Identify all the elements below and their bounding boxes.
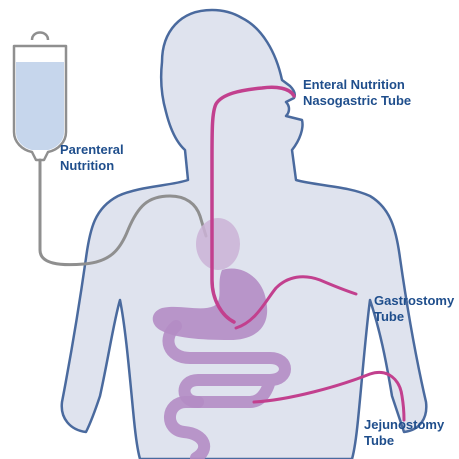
label-jejunostomy-line1: Jejunostomy	[364, 417, 444, 433]
heart-region	[196, 218, 240, 270]
label-gastrostomy-line1: Gastrostomy	[374, 293, 454, 309]
label-gastrostomy: Gastrostomy Tube	[374, 293, 454, 325]
label-parenteral-line1: Parenteral	[60, 142, 124, 158]
label-jejunostomy: Jejunostomy Tube	[364, 417, 444, 449]
label-enteral-line1: Enteral Nutrition	[303, 77, 411, 93]
label-parenteral: Parenteral Nutrition	[60, 142, 124, 174]
label-gastrostomy-line2: Tube	[374, 309, 454, 325]
label-enteral-line2: Nasogastric Tube	[303, 93, 411, 109]
label-jejunostomy-line2: Tube	[364, 433, 444, 449]
label-parenteral-line2: Nutrition	[60, 158, 124, 174]
iv-bag-hanger	[32, 33, 48, 41]
label-enteral-nasogastric: Enteral Nutrition Nasogastric Tube	[303, 77, 411, 109]
iv-bag-fluid	[16, 62, 64, 150]
